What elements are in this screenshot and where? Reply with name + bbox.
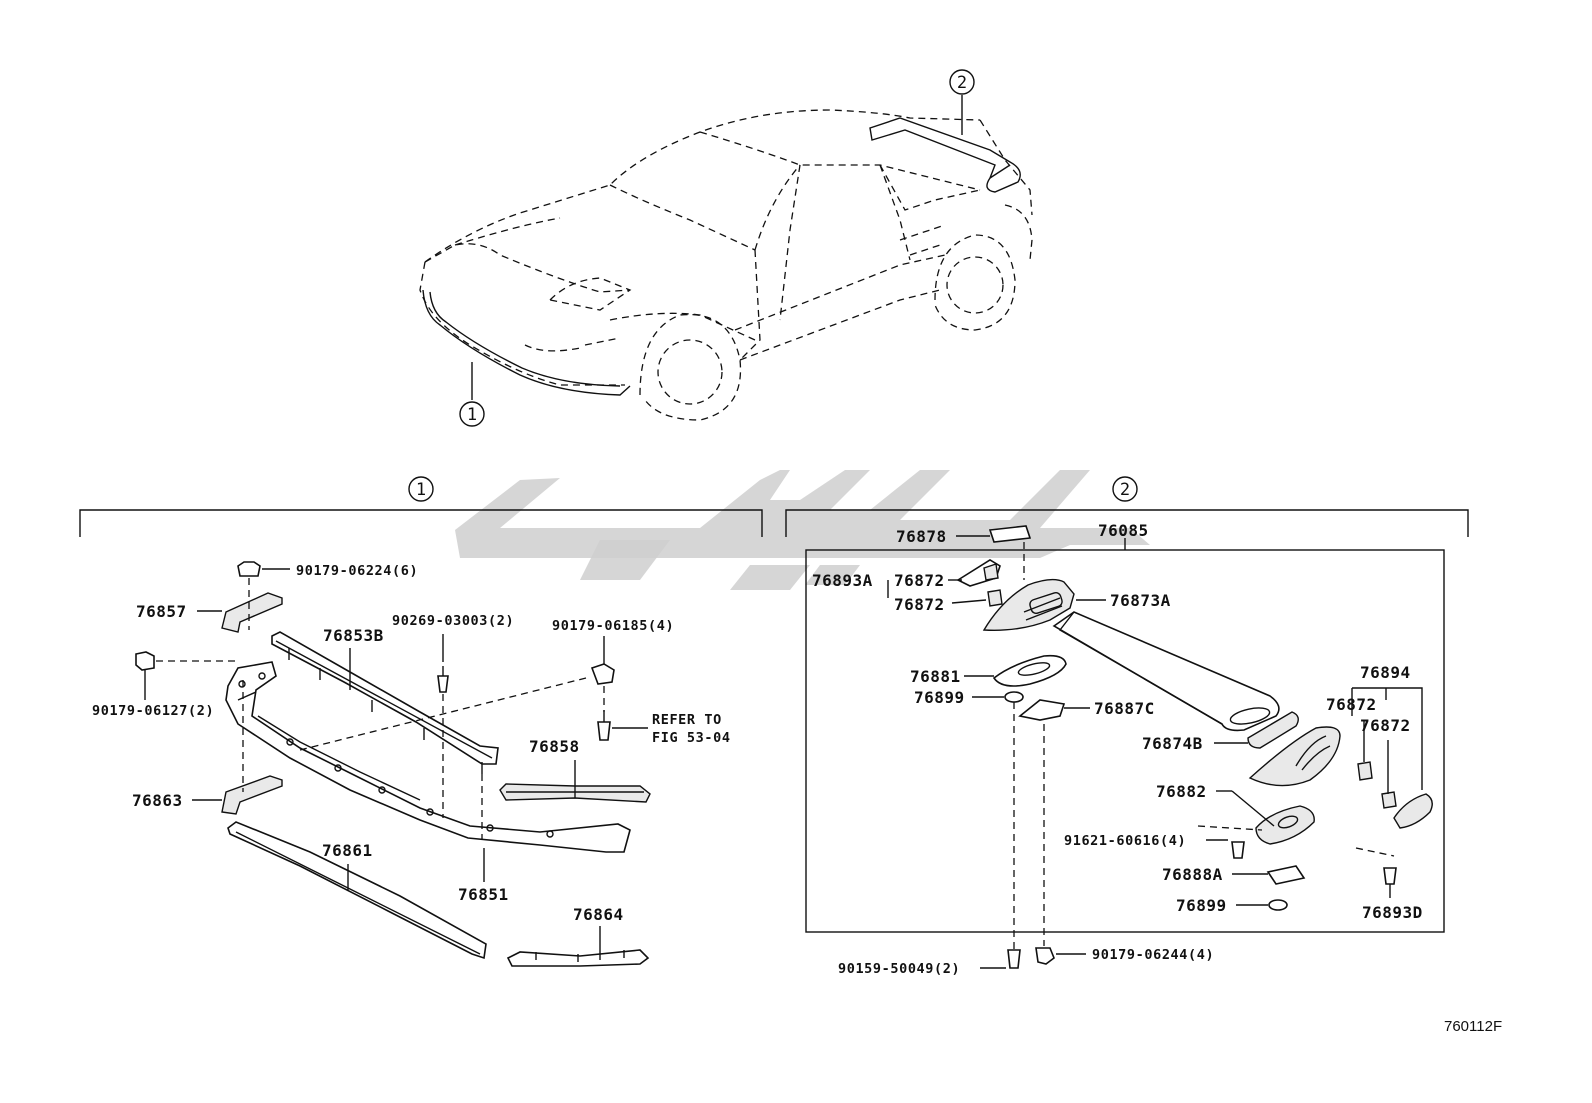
label-90179-06127: 90179-06127(2) [92, 703, 214, 719]
label-76863: 76863 [132, 791, 183, 810]
label-76878: 76878 [896, 527, 947, 546]
front-labels: 90179-06224(6) 76857 90269-03003(2) 9017… [92, 563, 731, 924]
figure-code: 760112F [1444, 1018, 1502, 1035]
label-76858: 76858 [529, 737, 580, 756]
refer-text-line2: FIG 53-04 [652, 730, 731, 746]
label-76899-bottom: 76899 [1176, 896, 1227, 915]
label-76857: 76857 [136, 602, 187, 621]
svg-text:1: 1 [416, 480, 426, 500]
svg-text:2: 2 [957, 73, 967, 93]
label-76893A: 76893A [812, 571, 873, 590]
label-76872-b: 76872 [894, 595, 945, 614]
label-76873A: 76873A [1110, 591, 1171, 610]
callout-rear-car: 2 [949, 69, 975, 95]
label-76888A: 76888A [1162, 865, 1223, 884]
label-76085: 76085 [1098, 521, 1149, 540]
label-90179-06224: 90179-06224(6) [296, 563, 418, 579]
label-91621-60616: 91621-60616(4) [1064, 833, 1186, 849]
label-76864: 76864 [573, 905, 624, 924]
group-brackets: 1 2 [79, 476, 1469, 537]
callout-front-car: 1 [459, 401, 485, 427]
svg-text:1: 1 [467, 405, 477, 425]
refer-text-line1: REFER TO [652, 712, 722, 728]
label-76893D: 76893D [1362, 903, 1423, 922]
label-76882: 76882 [1156, 782, 1207, 801]
rear-labels: 76085 76878 76893A 76872 76872 76873A 76… [812, 521, 1423, 977]
label-90179-06244: 90179-06244(4) [1092, 947, 1214, 963]
label-76853B: 76853B [323, 626, 384, 645]
rear-spoiler-group [805, 525, 1445, 969]
svg-text:2: 2 [1120, 480, 1130, 500]
label-76872-r1: 76872 [1326, 695, 1377, 714]
front-spoiler-group [135, 561, 651, 967]
label-90159-50049: 90159-50049(2) [838, 961, 960, 977]
label-76851: 76851 [458, 885, 509, 904]
label-76894: 76894 [1360, 663, 1411, 682]
car-overview [419, 95, 1033, 421]
label-76881: 76881 [910, 667, 961, 686]
label-76872-r2: 76872 [1360, 716, 1411, 735]
watermark-logo [455, 470, 1150, 590]
label-76887C: 76887C [1094, 699, 1155, 718]
label-76874B: 76874B [1142, 734, 1203, 753]
label-76861: 76861 [322, 841, 373, 860]
label-76872-a: 76872 [894, 571, 945, 590]
label-90179-06185: 90179-06185(4) [552, 618, 674, 634]
label-76899-top: 76899 [914, 688, 965, 707]
label-90269-03003: 90269-03003(2) [392, 613, 514, 629]
